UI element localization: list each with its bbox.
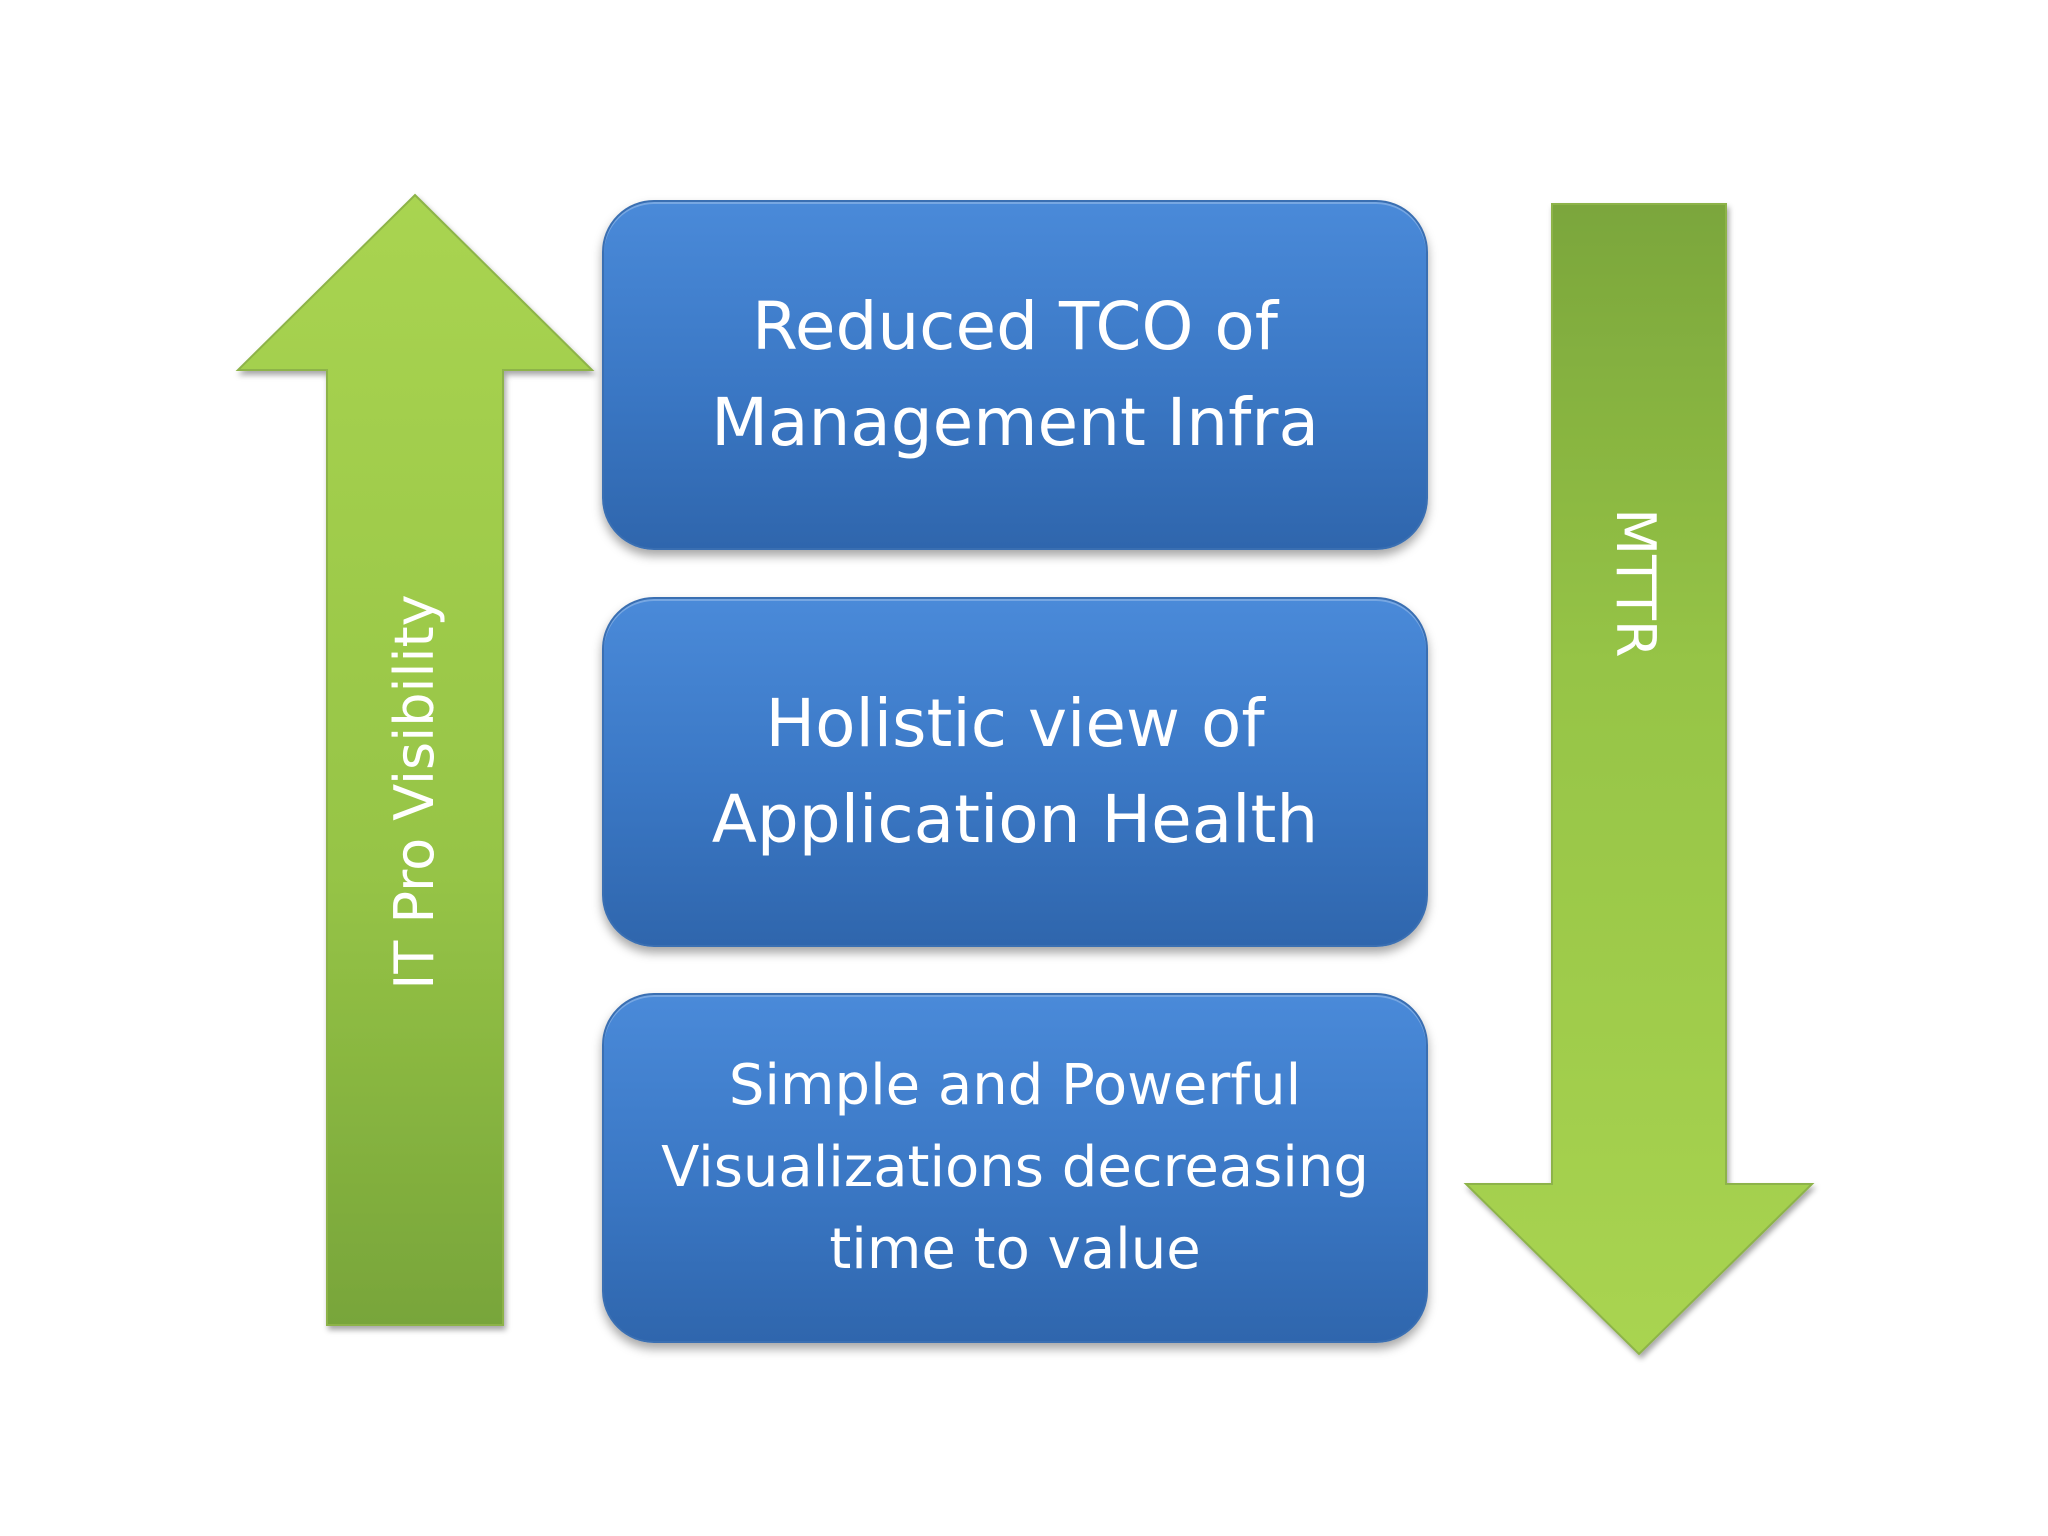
- benefit-box-visualizations: Simple and Powerful Visualizations decre…: [602, 993, 1428, 1343]
- box-text-line: Management Infra: [711, 384, 1319, 461]
- benefit-box-tco: Reduced TCO of Management Infra: [602, 200, 1428, 550]
- box-text-line: time to value: [829, 1217, 1201, 1282]
- down-arrow-body: [1463, 203, 1815, 1356]
- up-arrow-shape: [235, 193, 595, 1326]
- down-arrow-label: MTTR: [1604, 508, 1667, 658]
- benefit-box-holistic-view: Holistic view of Application Health: [602, 597, 1428, 947]
- box-text-line: Visualizations decreasing: [661, 1135, 1369, 1200]
- box-text-line: Holistic view of: [765, 685, 1265, 762]
- box-text-line: Simple and Powerful: [728, 1053, 1302, 1118]
- down-arrow-shape: [1463, 203, 1815, 1356]
- up-arrow-body: [235, 193, 595, 1326]
- down-arrow: MTTR: [1463, 203, 1815, 1356]
- box-text-line: Application Health: [711, 781, 1319, 858]
- up-arrow: IT Pro Visibility: [235, 193, 595, 1326]
- box-text-line: Reduced TCO of: [751, 288, 1279, 365]
- up-arrow-label: IT Pro Visibility: [383, 594, 446, 990]
